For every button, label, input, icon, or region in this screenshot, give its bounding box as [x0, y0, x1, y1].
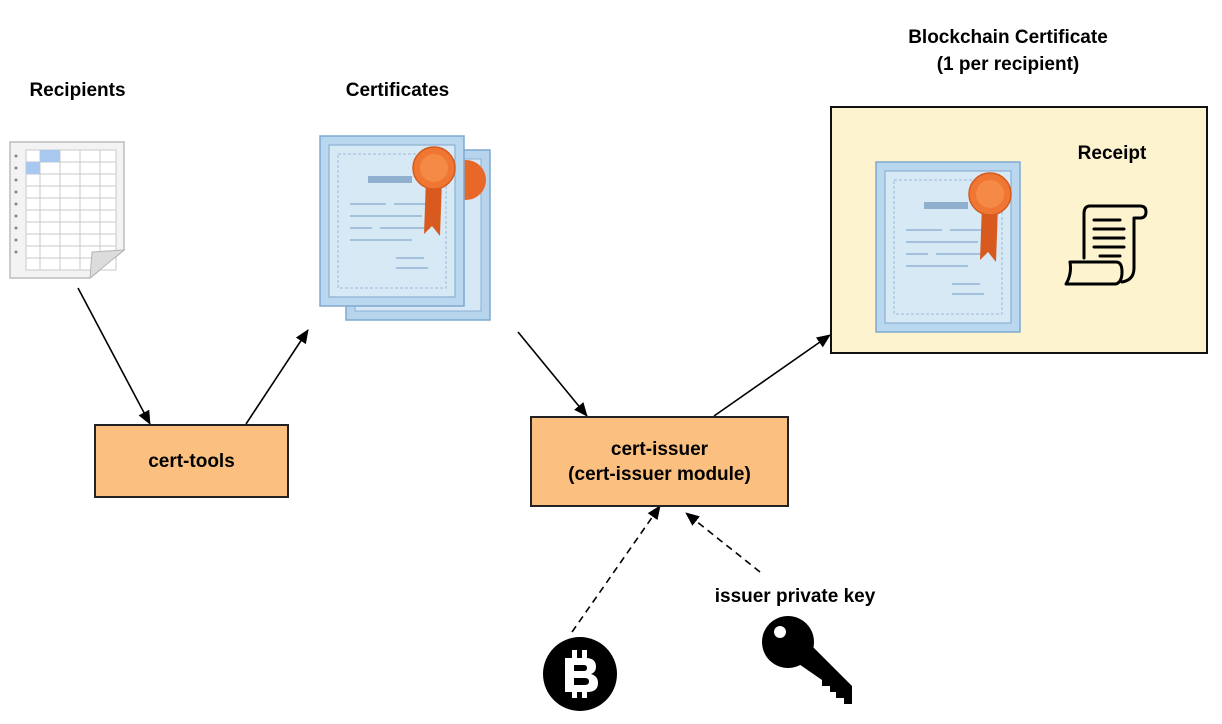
- certificate-stack-icon: [319, 135, 491, 321]
- arrow-cert-issuer-to-blockchain-certificate: [713, 334, 831, 417]
- bitcoin-icon: [543, 637, 617, 711]
- recipients-label: Recipients: [29, 80, 126, 101]
- arrow-recipients-to-cert-tools: [77, 287, 151, 425]
- issuer-private-key-label: issuer private key: [714, 586, 876, 607]
- cert-issuer-label: cert-issuer: [610, 438, 709, 460]
- cert-tools-box: cert-tools: [94, 424, 289, 498]
- receipt-label: Receipt: [1077, 143, 1147, 164]
- receipt-scroll-icon: [1064, 204, 1148, 286]
- arrow-cert-tools-to-certificates: [245, 329, 309, 425]
- certificate-icon: [875, 161, 1021, 333]
- blockchain-certificate-panel: Receipt: [830, 106, 1208, 354]
- key-icon: [762, 616, 852, 704]
- blockchain-certificate-label: Blockchain Certificate: [908, 27, 1108, 48]
- blockchain-certificate-sublabel: (1 per recipient): [936, 54, 1080, 75]
- cert-issuer-module-label: (cert-issuer module): [568, 463, 751, 485]
- cert-tools-label: cert-tools: [148, 450, 235, 472]
- arrow-bitcoin-to-cert-issuer: [571, 505, 661, 633]
- arrow-certificates-to-cert-issuer: [517, 331, 588, 417]
- spreadsheet-icon: [9, 141, 126, 280]
- arrow-key-to-cert-issuer: [685, 512, 761, 573]
- certificates-label: Certificates: [345, 80, 450, 101]
- cert-issuer-box: cert-issuer (cert-issuer module): [530, 416, 789, 507]
- blockchain-certificate-title: Blockchain Certificate (1 per recipient): [868, 24, 1148, 78]
